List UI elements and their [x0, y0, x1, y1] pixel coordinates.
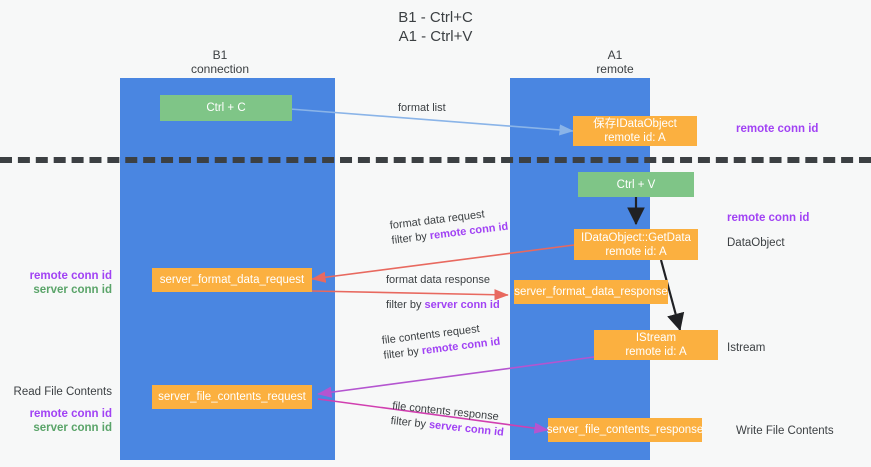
edge-label-format-data-request: format data request filter by remote con…: [389, 205, 509, 249]
right-label-remote-conn-id-mid: remote conn id: [727, 212, 810, 224]
edge-filter-prefix: filter by: [390, 230, 431, 247]
box-server-file-contents-response[interactable]: server_file_contents_response: [546, 418, 704, 442]
box-istream-sub: remote id: A: [625, 346, 687, 358]
box-save-idataobject-title: 保存IDataObject: [593, 118, 677, 130]
edge-filter-key-server-conn-id: server conn id: [424, 299, 500, 311]
section-divider: [0, 157, 871, 163]
edge-filter-prefix-2: filter by: [386, 299, 425, 311]
right-label-remote-conn-id-top: remote conn id: [736, 123, 819, 135]
left-label-remote-conn-id-mid: remote conn id: [29, 270, 112, 282]
box-save-idataobject-sub: remote id: A: [604, 132, 666, 144]
column-header-a1-name: A1: [607, 48, 623, 62]
column-header-b1-sub: connection: [190, 62, 250, 76]
edge-filter-prefix-3: filter by: [382, 345, 423, 362]
left-label-server-conn-id-mid: server conn id: [33, 284, 112, 296]
edge-label-format-list: format list: [398, 102, 446, 114]
column-header-a1-sub: remote: [596, 62, 634, 76]
column-header-a1: A1 remote: [545, 48, 685, 76]
left-label-read-file-contents: Read File Contents: [13, 386, 112, 398]
box-server-file-contents-request[interactable]: server_file_contents_request: [152, 385, 312, 409]
box-istream[interactable]: IStream remote id: A: [594, 330, 718, 360]
diagram-title: B1 - Ctrl+C A1 - Ctrl+V: [0, 8, 871, 46]
box-idataobject-getdata[interactable]: IDataObject::GetData remote id: A: [574, 229, 698, 260]
edge-label-format-data-response-filter: filter by server conn id: [386, 298, 500, 313]
box-ctrl-c-label: Ctrl + C: [206, 102, 246, 114]
box-server-file-contents-response-label: server_file_contents_response: [546, 424, 704, 436]
edge-filter-prefix-4: filter by: [390, 414, 430, 431]
edge-label-format-data-response: format data response filter by server co…: [386, 273, 500, 313]
column-header-b1-name: B1: [212, 48, 228, 62]
box-istream-title: IStream: [635, 332, 677, 344]
box-server-format-data-request[interactable]: server_format_data_request: [152, 268, 312, 292]
box-server-format-data-response-label: server_format_data_response: [514, 286, 668, 298]
box-server-file-contents-request-label: server_file_contents_request: [158, 391, 306, 403]
edge-label-file-contents-request: file contents request filter by remote c…: [381, 320, 501, 364]
box-server-format-data-response[interactable]: server_format_data_response: [514, 280, 668, 304]
box-ctrl-c[interactable]: Ctrl + C: [160, 95, 292, 121]
right-label-write-file-contents: Write File Contents: [736, 425, 834, 437]
box-server-format-data-request-label: server_format_data_request: [159, 274, 305, 286]
right-label-istream: Istream: [727, 342, 766, 354]
box-idataobject-getdata-title: IDataObject::GetData: [581, 231, 691, 244]
box-ctrl-v-label: Ctrl + V: [616, 178, 656, 191]
box-idataobject-getdata-sub: remote id: A: [605, 245, 667, 258]
title-line-1: B1 - Ctrl+C: [398, 9, 473, 26]
left-label-remote-conn-id-bottom: remote conn id: [29, 408, 112, 420]
box-ctrl-v[interactable]: Ctrl + V: [578, 172, 694, 197]
edge-label-format-data-response-main: format data response: [386, 274, 490, 286]
column-header-b1: B1 connection: [150, 48, 290, 76]
box-save-idataobject[interactable]: 保存IDataObject remote id: A: [573, 116, 697, 146]
title-line-2: A1 - Ctrl+V: [398, 28, 473, 45]
edge-label-file-contents-response: file contents response filter by server …: [390, 399, 506, 441]
left-label-server-conn-id-bottom: server conn id: [33, 422, 112, 434]
right-label-dataobject: DataObject: [727, 237, 785, 249]
